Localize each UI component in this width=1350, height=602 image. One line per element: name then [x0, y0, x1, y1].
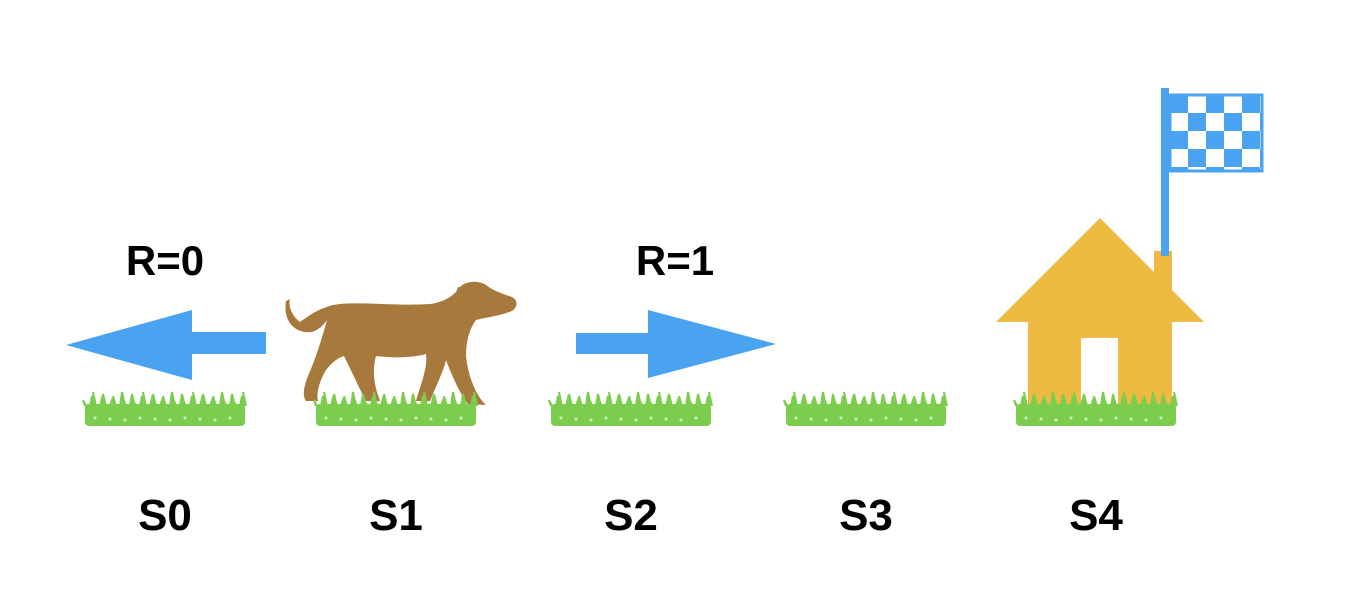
grass-patch: [548, 391, 713, 426]
state-label-s3: S3: [839, 491, 893, 540]
grass-patch: [82, 391, 247, 426]
state-label-s1: S1: [369, 491, 423, 540]
reward-right-label: R=1: [636, 237, 714, 284]
grass-patch: [313, 391, 478, 426]
left-arrow-icon: [66, 310, 266, 380]
right-arrow-icon: [576, 310, 776, 378]
state-label-s0: S0: [138, 491, 192, 540]
reward-left-label: R=0: [126, 237, 204, 284]
dog-icon: [285, 281, 517, 405]
grass-layer: [82, 391, 1178, 426]
grass-patch: [1013, 391, 1178, 426]
state-label-s2: S2: [604, 491, 658, 540]
state-labels: S0 S1 S2 S3 S4: [138, 491, 1123, 540]
state-label-s4: S4: [1069, 491, 1123, 540]
house-icon: [996, 218, 1204, 412]
grass-patch: [783, 391, 948, 426]
checkered-flag-icon: [1161, 88, 1264, 256]
